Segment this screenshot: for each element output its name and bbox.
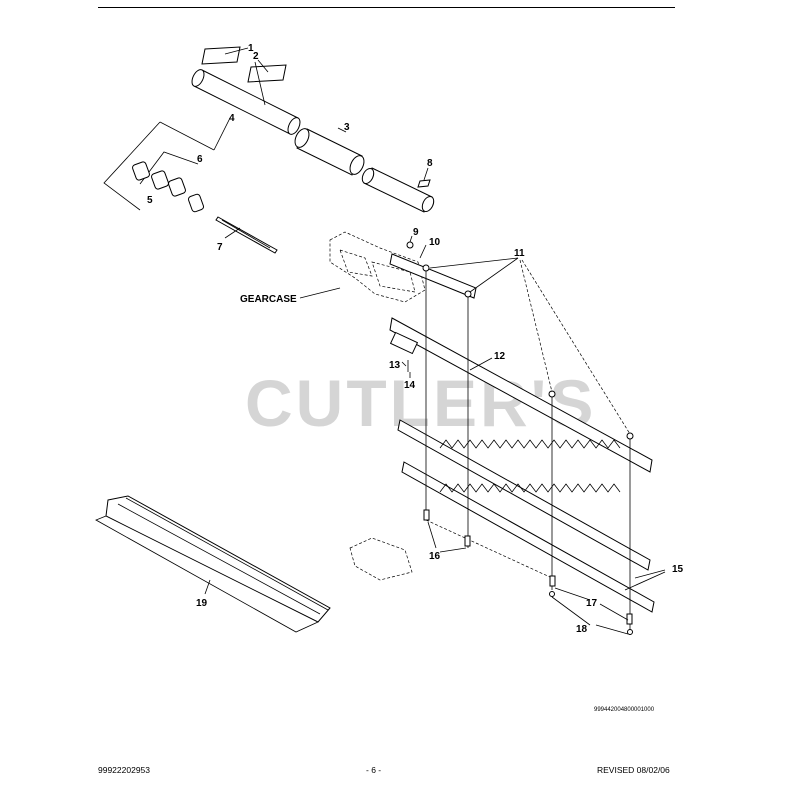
callout-18: 18 (576, 624, 588, 635)
part-18-washer (627, 629, 633, 635)
part-code: 999442004800001000 (594, 707, 655, 713)
callout-5: 5 (147, 195, 153, 206)
part-5-bracket (139, 151, 199, 185)
top-rule (98, 7, 675, 8)
part-16-bolt (423, 509, 430, 521)
part-3-grip (294, 128, 365, 176)
part-1-decal (201, 46, 241, 65)
part-16-bolt (464, 535, 471, 547)
callout-13: 13 (389, 360, 401, 371)
callout-4: 4 (229, 113, 235, 124)
document-number: 99922202953 (98, 765, 151, 775)
callout-2: 2 (253, 51, 259, 62)
callout-19: 19 (196, 598, 208, 609)
gearcase-label: GEARCASE (240, 294, 297, 305)
part-7-drive-shaft (215, 216, 278, 254)
part-13-plate (389, 331, 419, 355)
callout-9: 9 (413, 227, 419, 238)
gearcase (329, 231, 426, 303)
callout-12: 12 (494, 351, 506, 362)
leader-lines (204, 47, 666, 635)
dashed-guard-outline (349, 537, 413, 581)
revision-date: REVISED 08/02/06 (597, 765, 670, 775)
part-17-bolt (549, 575, 556, 587)
part-11-nut (626, 432, 634, 440)
part-11-nut (422, 264, 430, 272)
callout-6: 6 (197, 154, 203, 165)
callout-11: 11 (514, 248, 525, 259)
callout-15: 15 (672, 564, 684, 575)
part-10-plate (389, 253, 477, 299)
page-number: - 6 - (366, 765, 382, 775)
part-11-nut (548, 390, 556, 398)
callout-14: 14 (404, 380, 416, 391)
part-8-tube (361, 167, 435, 213)
part-15-blades (397, 419, 655, 613)
part-6-bracket (103, 121, 161, 211)
callout-16: 16 (429, 551, 441, 562)
callout-7: 7 (217, 242, 223, 253)
part-18-washer (549, 591, 555, 597)
callout-17: 17 (586, 598, 598, 609)
callout-3: 3 (344, 122, 350, 133)
callout-10: 10 (429, 237, 441, 248)
part-17-bolt (626, 613, 633, 625)
part-11-nut (464, 290, 472, 298)
part-19-scabbard (95, 495, 331, 633)
callout-1: 1 (248, 43, 254, 54)
part-2-decal (247, 64, 287, 83)
part-5-bearings (132, 161, 205, 213)
callout-8: 8 (427, 158, 433, 169)
part-9-nut (406, 241, 414, 249)
part-12-bar (389, 317, 653, 473)
part-4-shaft-tube (191, 69, 301, 135)
